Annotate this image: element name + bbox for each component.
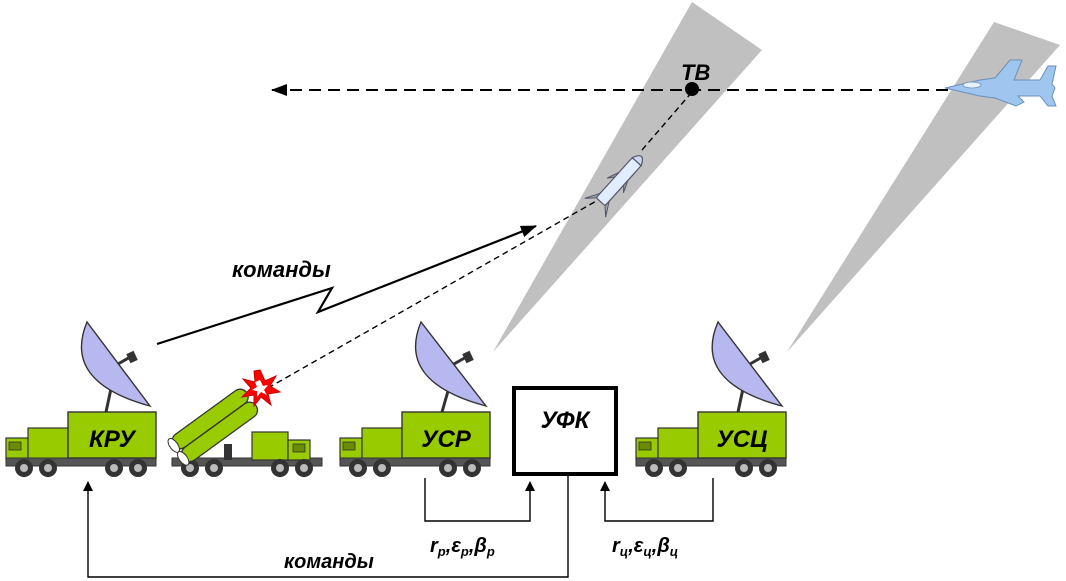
- missile-tracker-vehicle: УСР: [340, 411, 491, 477]
- target-coords-line: [600, 478, 714, 522]
- target-tracker-dish-icon: [711, 320, 784, 413]
- command-station-label: КРУ: [89, 426, 137, 453]
- launch-explosion-icon: [240, 369, 282, 408]
- target-tracker-vehicle: УСЦ: [636, 411, 787, 477]
- missile-tracker-dish-icon: [414, 320, 488, 413]
- command-station-dish-icon: [80, 320, 152, 413]
- feedback-commands-line: [83, 474, 569, 578]
- target-aircraft-icon: [944, 59, 1057, 107]
- target-coords-label: rц,εц,βц: [612, 535, 678, 559]
- processor-label: УФК: [541, 407, 592, 434]
- missile-tracker-label: УСР: [421, 426, 472, 453]
- missile-coords-label: rр,εр,βр: [430, 535, 495, 559]
- command-link-label: команды: [232, 257, 331, 282]
- missile-trajectory-lower: [267, 199, 599, 389]
- processor-box: [512, 386, 618, 476]
- feedback-commands-label: команды: [284, 551, 374, 573]
- launcher-vehicle: [171, 431, 323, 477]
- command-station-vehicle: КРУ: [6, 411, 157, 477]
- target-tracker-label: УСЦ: [716, 426, 768, 453]
- missile-trajectory-upper: [641, 91, 693, 151]
- command-link-arrow: [156, 224, 537, 346]
- missile-coords-line: [424, 478, 535, 522]
- target-tracking-beam: [787, 22, 1060, 352]
- intercept-point-label: ТВ: [681, 60, 710, 85]
- missile-icon: [584, 155, 644, 218]
- intercept-point: [685, 82, 699, 96]
- launcher-tubes: [167, 388, 259, 466]
